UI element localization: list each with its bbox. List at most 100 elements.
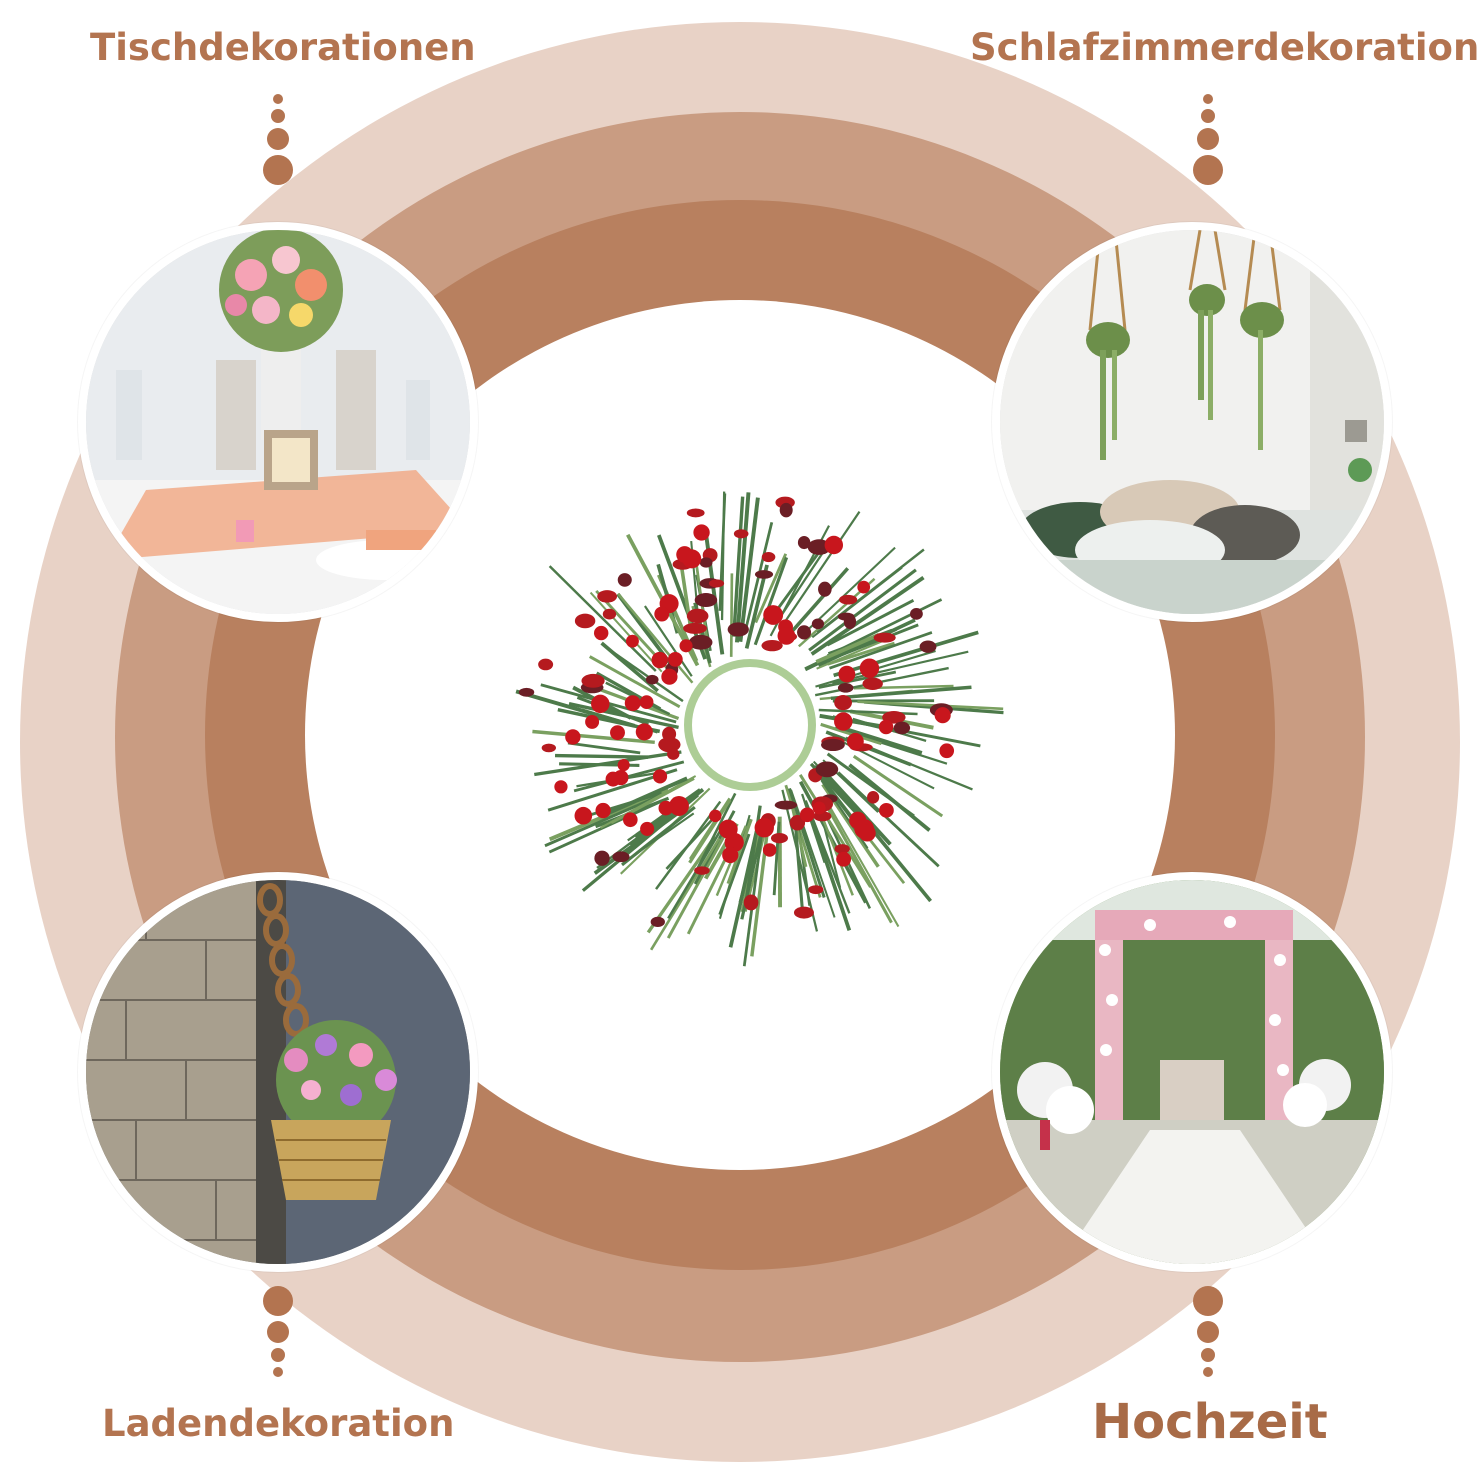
pine-needle [646, 836, 716, 934]
wreath-leaf [594, 850, 610, 866]
wreath-berry [652, 769, 668, 784]
wreath-berry [679, 639, 693, 653]
wreath-berry [593, 625, 609, 641]
bedroom-hanging-plants-photo [992, 222, 1392, 622]
wreath-berry [763, 605, 784, 625]
hanging-flower-basket-photo [78, 872, 478, 1272]
pine-needle [837, 787, 933, 903]
wreath-leaf [650, 916, 665, 927]
wreath-berry [834, 712, 853, 731]
pine-needle [665, 817, 715, 870]
wreath-leaf [667, 748, 680, 760]
wreath-leaf [683, 622, 707, 634]
connector-dots-top-right [1188, 94, 1228, 185]
wreath-leaf [834, 695, 852, 711]
wreath-berry [591, 696, 605, 710]
wreath-leaf [919, 640, 937, 653]
pine-needle [822, 800, 893, 924]
pine-needle [734, 492, 751, 643]
pine-needle [815, 632, 880, 664]
wreath-leaf [811, 618, 825, 630]
wreath-berry [718, 819, 738, 839]
pine-needle [787, 567, 850, 637]
pine-needle [589, 655, 681, 709]
wreath-berry [799, 807, 815, 823]
wreath-berry [824, 535, 844, 555]
pine-needle [818, 670, 897, 689]
wreath-leaf [839, 594, 858, 605]
pine-needle [837, 771, 940, 868]
wreath-leaf [538, 658, 554, 671]
pine-needle [666, 830, 728, 939]
wreath-leaf [612, 851, 630, 863]
pine-needle [794, 827, 805, 917]
wreath-berry [574, 806, 593, 825]
hanging-basket-image [86, 880, 470, 1264]
wreath-berry [625, 634, 639, 648]
wreath-leaf [770, 832, 788, 844]
wreath-leaf [686, 608, 709, 624]
pine-needle [617, 592, 694, 684]
pine-needle [801, 793, 826, 864]
pine-needle [720, 491, 726, 621]
wreath-berry [777, 626, 796, 645]
wreath-leaf [797, 535, 811, 550]
wreath-leaf [797, 625, 812, 640]
pine-needle [573, 760, 685, 793]
wreath-berry [676, 546, 694, 563]
label-bedroom-decoration: Schlafzimmerdekoration [970, 26, 1480, 69]
wreath-berry [651, 651, 668, 669]
wreath-leaf [821, 738, 845, 752]
wreath-leaf [597, 590, 618, 603]
wreath-leaf [761, 551, 776, 563]
wreath-berry [812, 801, 826, 815]
pine-needle [835, 724, 923, 755]
pine-needle [829, 623, 919, 661]
wreath-berry [669, 796, 689, 816]
wreath-berry [610, 725, 625, 741]
wreath-berry [836, 851, 852, 867]
pine-needle [807, 811, 852, 931]
wreath-leaf [574, 613, 596, 629]
wreath-leaf [662, 726, 677, 742]
table-centerpiece-image [86, 230, 470, 614]
wreath-leaf [910, 608, 923, 620]
wreath-leaf [815, 761, 839, 778]
pine-needle [804, 546, 896, 634]
pine-needle [832, 650, 969, 684]
pine-needle [732, 496, 745, 637]
pine-needle [639, 812, 695, 852]
wreath-leaf [793, 906, 814, 919]
wreath-leaf [779, 502, 793, 518]
pine-needle [810, 575, 925, 656]
pine-needle [753, 556, 789, 646]
wreath-berry [838, 665, 856, 683]
wreath-leaf [862, 677, 883, 691]
pine-needle [798, 774, 872, 888]
wreath-leaf [743, 894, 759, 911]
wreath-leaf [834, 844, 850, 854]
table-centerpiece-photo [78, 222, 478, 622]
pine-needle [826, 641, 895, 666]
wreath-leaf [602, 608, 617, 620]
wreath-berry [846, 732, 864, 750]
wreath-berry [585, 714, 600, 729]
wedding-arch-aisle-photo [992, 872, 1392, 1272]
pine-needle [576, 696, 649, 726]
wreath-leaf [518, 687, 535, 697]
pine-needle [754, 553, 788, 624]
wreath-leaf [867, 790, 880, 804]
berry-wreath-image [515, 491, 1004, 967]
wreath-leaf [774, 800, 798, 810]
wreath-leaf [733, 529, 749, 539]
wreath-leaf [688, 634, 713, 650]
wreath-berry [857, 580, 871, 594]
wedding-image [1000, 880, 1384, 1264]
pine-needle [629, 788, 705, 848]
pine-needle [555, 753, 649, 759]
pine-needle [729, 573, 734, 657]
bedroom-image [1000, 230, 1384, 614]
wreath-leaf [541, 743, 556, 753]
pine-needle [589, 591, 663, 673]
pine-needle [643, 605, 693, 677]
